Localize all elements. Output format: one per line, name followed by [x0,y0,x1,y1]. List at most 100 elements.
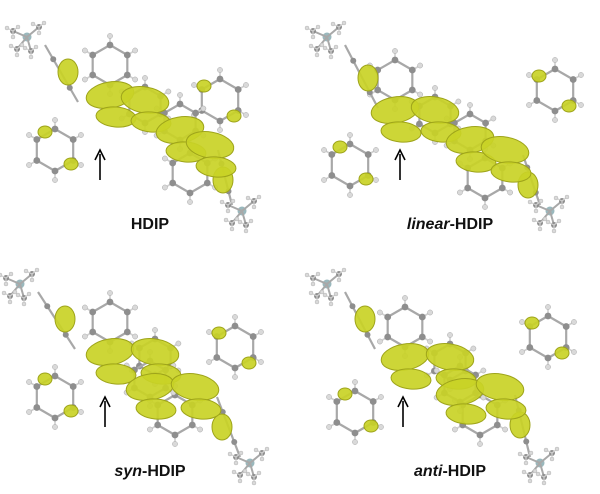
hydrogen-atom [10,34,16,40]
hydrogen-atom [52,364,58,370]
hydrogen-atom [347,192,353,198]
hydrogen-atom [336,277,342,283]
hydrogen-atom [52,424,58,430]
carbon-atom [33,404,41,411]
bond [547,315,567,328]
hydrogen-atom [447,332,453,338]
hydrogen-atom [341,267,347,273]
orbital-lobe [524,316,540,330]
hydrogen-atom [521,469,527,475]
hydrogen-atom [526,102,532,108]
hydrogen-atom [315,24,321,30]
carbon-atom [569,76,577,83]
bond [536,99,556,112]
hydrogen-atom [162,155,168,162]
carbon-atom [346,182,354,190]
bond [336,421,356,434]
hydrogen-atom [36,30,42,36]
carbon-atom [249,333,257,340]
hydrogen-atom [330,21,336,27]
carbon-atom [384,333,392,341]
orbital-lobe [531,69,547,83]
hydrogen-atom [237,478,243,484]
hydrogen-atom [206,359,212,365]
carbon-atom [231,322,239,330]
hydrogen-atom [326,424,332,430]
carbon-atom [408,66,416,74]
orbital-lobe [485,398,527,420]
hydrogen-atom [541,480,547,486]
hydrogen-atom [347,132,353,138]
bond [554,68,574,81]
carbon-atom [333,419,341,426]
hydrogen-atom [322,292,328,298]
carbon-atom [51,125,59,133]
carbon-atom [346,140,354,148]
arrow-head [94,148,106,161]
carbon-atom [44,303,51,310]
hydrogen-atom [0,272,3,278]
hydrogen-atom [237,219,243,225]
carbon-atom [176,100,184,108]
carbon-atom [533,97,541,104]
hydrogen-atom [571,349,577,355]
carbon-atom [89,51,97,59]
carbon-atom [62,331,69,338]
hydrogen-atom [232,374,238,380]
label-hdip: HDIP [130,216,170,233]
orbital-lobe [135,398,177,420]
hydrogen-atom [532,468,538,474]
carbon-atom [231,364,239,372]
carbon-atom [351,429,359,437]
bond [219,78,239,91]
hydrogen-atom [26,409,32,415]
hydrogen-atom [219,199,225,205]
hydrogen-atom [3,281,9,287]
hydrogen-atom [551,228,557,234]
hydrogen-atom [52,117,58,123]
hydrogen-atom [132,47,138,54]
carbon-atom [69,383,77,390]
carbon-atom [51,167,59,175]
carbon-atom [498,184,506,192]
hydrogen-atom [223,217,229,223]
hydrogen-atom [352,439,358,445]
label-linear-hdip: linear-HDIP [406,216,494,233]
hydrogen-atom [229,226,235,232]
hydrogen-atom [4,25,10,31]
hydrogen-atom [256,470,262,476]
hydrogen-atom [234,216,240,222]
orbital-lobe [380,121,422,143]
hydrogen-atom [264,446,270,452]
bond [529,346,549,359]
hydrogen-atom [482,204,488,210]
hydrogen-atom [41,20,47,26]
hydrogen-atom [552,57,558,63]
orbital-lobe [211,413,233,441]
hydrogen-atom [253,447,259,453]
hydrogen-atom [26,162,32,168]
hydrogen-atom [1,290,7,296]
hydrogen-atom [578,72,584,78]
hydrogen-atom [243,112,249,118]
hydrogen-atom [523,460,529,466]
hydrogen-atom [233,460,239,466]
hydrogen-atom [8,271,14,277]
hydrogen-atom [341,20,347,26]
carbon-atom [33,383,41,390]
hydrogen-atom [517,451,523,457]
hydrogen-atom [78,409,84,415]
hydrogen-atom [326,394,332,400]
hydrogen-atom [537,226,543,232]
hydrogen-atom [33,44,39,50]
panel-syn-hdip: syn-HDIP [0,247,300,494]
hydrogen-atom [535,471,541,477]
hydrogen-atom [549,456,555,462]
carbon-atom [416,120,423,128]
hydrogen-atom [26,379,32,385]
hydrogen-atom [245,195,251,201]
carbon-atom [384,313,392,321]
carbon-atom [481,194,489,202]
hydrogen-atom [142,75,148,81]
hydrogen-atom [310,281,316,287]
